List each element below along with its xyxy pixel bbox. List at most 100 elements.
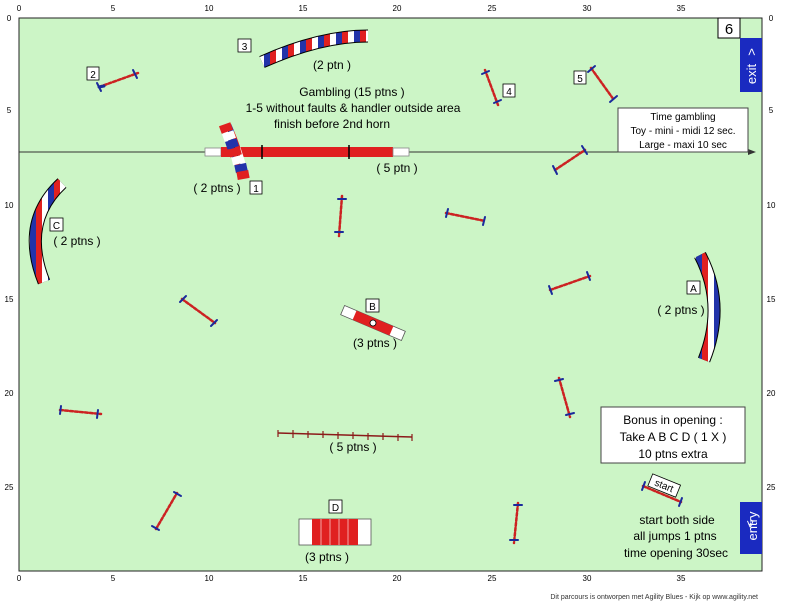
obstacle-3-box — [237, 38, 252, 53]
bonus-box: Bonus in opening : Take A B C D ( 1 X ) … — [600, 406, 746, 464]
tick-label: 5 — [7, 106, 12, 115]
tick-label: 25 — [5, 483, 14, 492]
entry-gate: entry > — [740, 502, 762, 554]
obstacle-3-label: 3 — [242, 42, 248, 53]
obstacle-2-label: 2 — [90, 70, 96, 81]
obstacle-a-box — [686, 280, 701, 295]
tick-label: 25 — [488, 574, 497, 583]
exit-gate: exit > — [740, 38, 762, 92]
tick-label: 20 — [393, 574, 402, 583]
jump — [548, 271, 592, 295]
tick-label: 0 — [769, 14, 774, 23]
exit-box — [740, 38, 762, 92]
axis-top: 0 5 10 15 20 25 30 35 — [17, 4, 686, 13]
entry-arrow-icon: > — [743, 520, 758, 528]
tick-label: 10 — [205, 574, 214, 583]
obstacle-c-box — [49, 217, 64, 232]
dogwalk — [204, 145, 410, 159]
gamble-rules: Gambling (15 ptns ) 1-5 without faults &… — [246, 85, 461, 131]
tick-label: 20 — [5, 389, 14, 398]
long-jump — [277, 430, 413, 441]
obstacle-5-box — [573, 70, 587, 85]
dogwalk-points: ( 5 ptn ) — [376, 161, 417, 175]
tick-label: 15 — [299, 4, 308, 13]
bonus-line: Bonus in opening : — [623, 413, 722, 427]
tunnel-d-points: (3 ptns ) — [305, 550, 349, 564]
time-title: Time gambling — [650, 112, 715, 123]
ring-number-box — [717, 17, 741, 39]
tick-label: 10 — [5, 201, 14, 210]
jump-5 — [587, 65, 618, 103]
tick-label: 25 — [488, 4, 497, 13]
start-info-line: all jumps 1 ptns — [633, 529, 716, 543]
axis-right: 0 5 10 15 20 25 — [767, 14, 776, 492]
seesaw-b — [340, 304, 406, 342]
obstacle-b-box — [365, 298, 380, 313]
jumps — [58, 65, 683, 545]
axis-bottom: 0 5 10 15 20 25 30 35 — [17, 574, 686, 583]
tunnel-a — [694, 252, 721, 363]
jump-2 — [96, 69, 140, 92]
jump — [554, 376, 575, 419]
start-info: start both side all jumps 1 ptns time op… — [624, 513, 728, 560]
seesaw-b-points: (3 ptns ) — [353, 336, 397, 350]
jump — [444, 208, 487, 226]
tunnel-1-points: ( 2 ptns ) — [193, 181, 240, 195]
tick-label: 10 — [767, 201, 776, 210]
obstacle-4-label: 4 — [506, 87, 512, 98]
obstacle-5-label: 5 — [577, 74, 583, 85]
obstacle-b-label: B — [369, 302, 376, 313]
jump — [509, 501, 523, 545]
tunnel-1-segments — [218, 122, 250, 180]
gamble-title: Gambling (15 ptns ) — [299, 85, 404, 99]
jump — [334, 194, 347, 238]
tick-label: 30 — [583, 4, 592, 13]
bonus-line: Take A B C D ( 1 X ) — [620, 430, 727, 444]
tick-label: 0 — [17, 4, 22, 13]
tick-label: 0 — [7, 14, 12, 23]
jump-4 — [481, 68, 502, 107]
time-gambling-box: Time gambling Toy - mini - midi 12 sec. … — [617, 107, 749, 153]
ring-number: 6 — [725, 21, 733, 38]
tick-label: 5 — [111, 574, 116, 583]
tick-label: 25 — [767, 483, 776, 492]
entry-box — [740, 502, 762, 554]
gamble-rule: 1-5 without faults & handler outside are… — [246, 101, 461, 115]
obstacle-1-label: 1 — [253, 184, 259, 195]
tick-label: 15 — [299, 574, 308, 583]
jump — [552, 145, 588, 175]
obstacle-d-label: D — [332, 503, 339, 514]
tick-label: 35 — [677, 574, 686, 583]
time-line: Large - maxi 10 sec — [639, 140, 727, 151]
start-info-line: start both side — [639, 513, 715, 527]
start-jump — [641, 481, 683, 507]
entry-label: entry — [745, 511, 760, 540]
exit-label: exit — [744, 63, 759, 84]
obstacle-2-box — [86, 66, 100, 81]
obstacle-d-box — [328, 499, 343, 514]
footer-credit: Dit parcours is ontworpen met Agility Bl… — [550, 594, 758, 601]
obstacle-a-label: A — [690, 284, 697, 295]
long-jump-points: ( 5 ptns ) — [329, 440, 376, 454]
tick-label: 20 — [767, 389, 776, 398]
tunnel-a-points: ( 2 ptns ) — [657, 303, 704, 317]
tunnel-3-points: (2 ptn ) — [313, 58, 351, 72]
tunnel-c-points: ( 2 ptns ) — [53, 234, 100, 248]
jump — [58, 405, 103, 419]
gamble-rule: finish before 2nd horn — [274, 117, 390, 131]
tunnel-3 — [259, 29, 369, 68]
tunnel-c — [28, 178, 67, 285]
tick-label: 15 — [767, 295, 776, 304]
jump — [151, 491, 182, 531]
exit-arrow-icon: > — [744, 48, 759, 56]
time-line: Toy - mini - midi 12 sec. — [630, 126, 735, 137]
tunnel-d — [298, 518, 372, 546]
obstacle-4-box — [502, 83, 516, 98]
tick-label: 5 — [111, 4, 116, 13]
jump — [179, 295, 218, 327]
tick-label: 5 — [769, 106, 774, 115]
tick-label: 20 — [393, 4, 402, 13]
start-info-line: time opening 30sec — [624, 546, 728, 560]
tick-label: 10 — [205, 4, 214, 13]
